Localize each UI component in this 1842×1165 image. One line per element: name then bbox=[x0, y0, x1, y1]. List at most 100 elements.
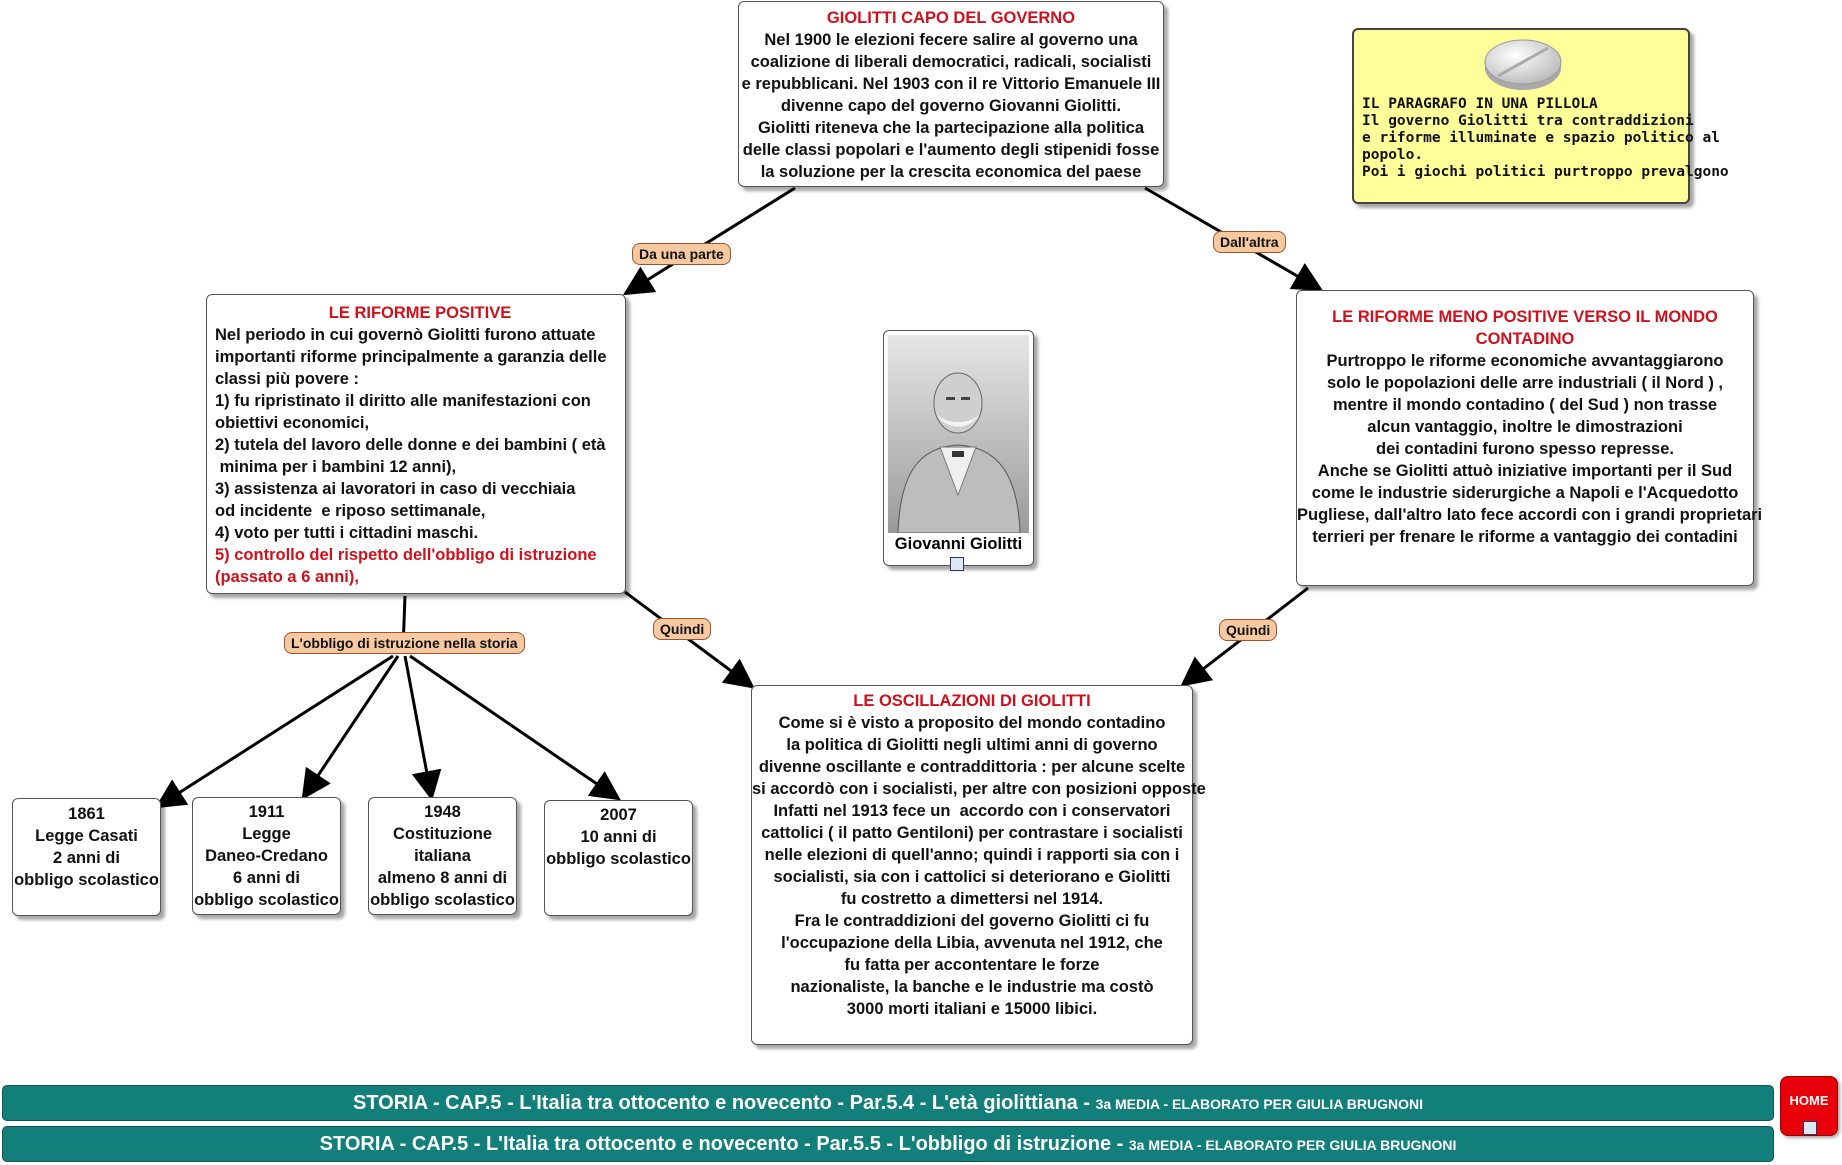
pill-line: e riforme illuminate e spazio politico a… bbox=[1362, 130, 1720, 146]
node-line: e repubblicani. Nel 1903 con il re Vitto… bbox=[741, 75, 1161, 93]
attachment-icon[interactable] bbox=[950, 557, 964, 571]
node-line: socialisti, sia con i cattolici si deter… bbox=[773, 868, 1171, 886]
node-line: nelle elezioni di quell'anno; quindi i r… bbox=[764, 846, 1180, 864]
node-line: Nel 1900 le elezioni fecere salire al go… bbox=[764, 31, 1138, 49]
node-law-1861: 1861 Legge Casati 2 anni di obbligo scol… bbox=[12, 798, 161, 916]
bar-small-text: 3a MEDIA - ELABORATO PER GIULIA BRUGNONI bbox=[1095, 1096, 1424, 1112]
node-riforme-meno-positive: LE RIFORME MENO POSITIVE VERSO IL MONDO … bbox=[1296, 290, 1763, 586]
node-oscillazioni: LE OSCILLAZIONI DI GIOLITTI Come si è vi… bbox=[751, 685, 1206, 1045]
node-line: Come si è visto a proposito del mondo co… bbox=[778, 714, 1166, 732]
node-line: fu costretto a dimettersi nel 1914. bbox=[840, 890, 1104, 908]
node-line: 1911 bbox=[248, 803, 285, 821]
node-line: italiana bbox=[414, 847, 471, 865]
node-line: 2 anni di bbox=[53, 849, 120, 867]
node-line: 2007 bbox=[600, 806, 637, 824]
node-title: LE RIFORME MENO POSITIVE VERSO IL MONDO bbox=[1332, 308, 1718, 326]
node-line: Costituzione bbox=[393, 825, 492, 843]
portrait-figure-icon bbox=[888, 335, 1029, 533]
edge-label-quindi-right: Quindi bbox=[1219, 619, 1278, 641]
node-line: fu fatta per accontentare le forze bbox=[844, 956, 1100, 974]
portrait-card: Giovanni Giolitti bbox=[883, 330, 1034, 571]
home-label: HOME bbox=[1789, 1093, 1829, 1108]
edge-obbligo-to-2007 bbox=[409, 654, 621, 801]
node-line: Pugliese, dall'altro lato fece accordi c… bbox=[1297, 506, 1763, 524]
node-line: divenne capo del governo Giovanni Giolit… bbox=[780, 97, 1122, 115]
node-line: Purtroppo le riforme economiche avvantag… bbox=[1326, 352, 1724, 370]
node-line: Infatti nel 1913 fece un accordo con i c… bbox=[773, 802, 1171, 820]
node-line: od incidente e riposo settimanale, bbox=[215, 502, 486, 520]
edge-label-da-una-parte: Da una parte bbox=[632, 243, 731, 265]
node-line: coalizione di liberali democratici, radi… bbox=[750, 53, 1152, 71]
node-line: 1861 bbox=[68, 805, 105, 823]
node-line: nazionaliste, la banche e le industrie m… bbox=[790, 978, 1154, 996]
pill-icon bbox=[1484, 39, 1562, 90]
node-line: 10 anni di bbox=[580, 828, 657, 846]
node-line: Daneo-Credano bbox=[205, 847, 328, 865]
node-law-1948: 1948 Costituzione italiana almeno 8 anni… bbox=[368, 797, 517, 915]
node-law-2007: 2007 10 anni di obbligo scolastico bbox=[544, 800, 693, 916]
node-line: Legge Casati bbox=[35, 827, 138, 845]
pill-text: IL PARAGRAFO IN UNA PILLOLA Il governo G… bbox=[1362, 96, 1729, 181]
pill-summary-box: IL PARAGRAFO IN UNA PILLOLA Il governo G… bbox=[1352, 28, 1729, 204]
node-line: almeno 8 anni di bbox=[377, 869, 508, 887]
edge-obbligo-to-1948 bbox=[403, 655, 442, 801]
edge-label-quindi-left: Quindi bbox=[653, 618, 712, 640]
node-line: la politica di Giolitti negli ultimi ann… bbox=[786, 736, 1158, 754]
node-title: CONTADINO bbox=[1475, 330, 1575, 348]
node-line: si accordò con i socialisti, per altre c… bbox=[752, 780, 1206, 798]
node-line: Nel periodo in cui governò Giolitti furo… bbox=[215, 326, 596, 344]
node-line: mentre il mondo contadino ( del Sud ) no… bbox=[1332, 396, 1718, 414]
edge-top-to-left bbox=[622, 186, 796, 296]
node-line: solo le popolazioni delle arre industria… bbox=[1326, 374, 1724, 392]
home-button[interactable]: HOME bbox=[1780, 1076, 1838, 1136]
edge-obbligo-to-1861 bbox=[154, 654, 394, 809]
node-line-highlight: (passato a 6 anni), bbox=[215, 568, 359, 586]
pill-line: Il governo Giolitti tra contraddizioni bbox=[1362, 113, 1694, 129]
edge-obbligo-to-1911 bbox=[301, 655, 400, 800]
portrait-caption: Giovanni Giolitti bbox=[894, 535, 1023, 553]
bar-main-text: STORIA - CAP.5 - L'Italia tra ottocento … bbox=[319, 1133, 1129, 1155]
node-title: GIOLITTI CAPO DEL GOVERNO bbox=[826, 9, 1076, 27]
node-line: alcun vantaggio, inoltre le dimostrazion… bbox=[1367, 418, 1683, 436]
node-title: LE OSCILLAZIONI DI GIOLITTI bbox=[853, 692, 1091, 710]
node-line: 4) voto per tutti i cittadini maschi. bbox=[215, 524, 479, 542]
node-line: dei contadini furono spesso represse. bbox=[1376, 440, 1674, 458]
nav-link-par-5-5[interactable]: STORIA - CAP.5 - L'Italia tra ottocento … bbox=[2, 1126, 1774, 1162]
node-line: obbligo scolastico bbox=[194, 891, 339, 909]
node-law-1911: 1911 Legge Daneo-Credano 6 anni di obbli… bbox=[192, 797, 341, 915]
portrait-photo bbox=[888, 335, 1029, 533]
edge-label-dall-altra: Dall'altra bbox=[1213, 231, 1286, 253]
node-line: delle classi popolari e l'aumento degli … bbox=[742, 141, 1160, 159]
node-line: l'occupazione della Libia, avvenuta nel … bbox=[781, 934, 1163, 952]
node-line: terrieri per frenare le riforme a vantag… bbox=[1312, 528, 1738, 546]
node-line: divenne oscillante e contraddittoria : p… bbox=[758, 758, 1186, 776]
attachment-icon[interactable] bbox=[1803, 1121, 1817, 1135]
pill-line: Poi i giochi politici purtroppo prevalgo… bbox=[1362, 164, 1729, 180]
pill-line: popolo. bbox=[1362, 147, 1424, 163]
node-line: obiettivi economici, bbox=[215, 414, 370, 432]
node-line: Fra le contraddizioni del governo Giolit… bbox=[794, 912, 1150, 930]
bar-small-text: 3a MEDIA - ELABORATO PER GIULIA BRUGNONI bbox=[1128, 1137, 1457, 1153]
node-line-highlight: 5) controllo del rispetto dell'obbligo d… bbox=[215, 546, 597, 564]
node-line: 3) assistenza ai lavoratori in caso di v… bbox=[215, 480, 576, 498]
node-line: cattolici ( il patto Gentiloni) per cont… bbox=[761, 824, 1183, 842]
node-title: LE RIFORME POSITIVE bbox=[328, 304, 512, 322]
bar-main-text: STORIA - CAP.5 - L'Italia tra ottocento … bbox=[352, 1092, 1096, 1114]
node-line: 3000 morti italiani e 15000 libici. bbox=[846, 1000, 1098, 1018]
node-line: obbligo scolastico bbox=[370, 891, 515, 909]
pill-line: IL PARAGRAFO IN UNA PILLOLA bbox=[1362, 96, 1598, 112]
node-line: obbligo scolastico bbox=[14, 871, 159, 889]
edge-label-obbligo: L'obbligo di istruzione nella storia bbox=[284, 632, 525, 654]
node-line: obbligo scolastico bbox=[546, 850, 691, 868]
node-line: 1948 bbox=[424, 803, 461, 821]
node-line: come le industrie siderurgiche a Napoli … bbox=[1311, 484, 1739, 502]
nav-link-par-5-4[interactable]: STORIA - CAP.5 - L'Italia tra ottocento … bbox=[2, 1085, 1774, 1121]
node-line: 1) fu ripristinato il diritto alle manif… bbox=[215, 392, 591, 410]
node-line: 6 anni di bbox=[233, 869, 300, 887]
node-line: Giolitti riteneva che la partecipazione … bbox=[757, 119, 1145, 137]
node-line: la soluzione per la crescita economica d… bbox=[760, 163, 1142, 181]
node-line: minima per i bambini 12 anni), bbox=[215, 458, 457, 476]
node-line: Legge bbox=[242, 825, 291, 843]
node-line: 2) tutela del lavoro delle donne e dei b… bbox=[215, 436, 606, 454]
